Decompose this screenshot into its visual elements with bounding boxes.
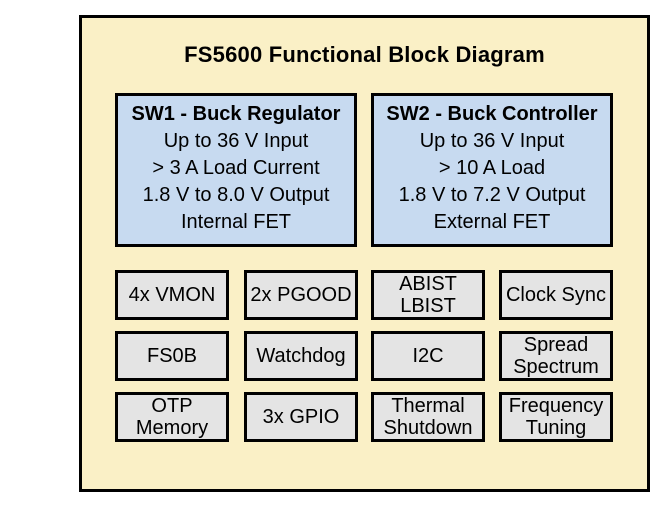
sw1-spec-output: 1.8 V to 8.0 V Output: [142, 184, 330, 206]
block-i2c: I2C: [371, 331, 485, 381]
sw2-spec-load: > 10 A Load: [438, 157, 546, 179]
sw1-spec-load: > 3 A Load Current: [152, 157, 320, 179]
sw2-spec-output: 1.8 V to 7.2 V Output: [398, 184, 586, 206]
block-otp-memory: OTP Memory: [115, 392, 229, 442]
diagram-title: FS5600 Functional Block Diagram: [184, 42, 545, 67]
sw2-title: SW2 - Buck Controller: [386, 103, 598, 125]
sw2-spec-fet: External FET: [433, 211, 551, 233]
block-abist-lbist: ABIST LBIST: [371, 270, 485, 320]
diagram-panel: FS5600 Functional Block Diagram SW1 - Bu…: [79, 15, 650, 492]
sw1-spec-input: Up to 36 V Input: [163, 130, 309, 152]
block-spread-spectrum: Spread Spectrum: [499, 331, 613, 381]
block-3x-gpio: 3x GPIO: [244, 392, 358, 442]
block-watchdog: Watchdog: [244, 331, 358, 381]
block-thermal-shutdown: Thermal Shutdown: [371, 392, 485, 442]
sw2-spec-input: Up to 36 V Input: [419, 130, 565, 152]
block-4x-vmon: 4x VMON: [115, 270, 229, 320]
block-fs0b: FS0B: [115, 331, 229, 381]
block-2x-pgood: 2x PGOOD: [244, 270, 358, 320]
sw1-title: SW1 - Buck Regulator: [131, 103, 341, 125]
block-sw2-buck-controller: SW2 - Buck Controller Up to 36 V Input >…: [371, 93, 613, 247]
block-clock-sync: Clock Sync: [499, 270, 613, 320]
block-sw1-buck-regulator: SW1 - Buck Regulator Up to 36 V Input > …: [115, 93, 357, 247]
sw1-spec-fet: Internal FET: [180, 211, 292, 233]
block-frequency-tuning: Frequency Tuning: [499, 392, 613, 442]
